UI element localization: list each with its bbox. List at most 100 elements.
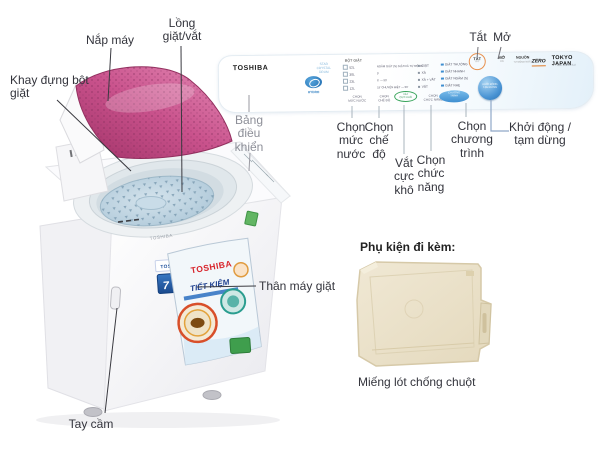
water-level-row: 52L (342, 64, 355, 70)
deck-panel-strip (230, 143, 291, 204)
sticker-circle-small (233, 262, 249, 278)
function-row: XẢ (417, 70, 426, 75)
function-row-text: VẮT (421, 84, 428, 89)
pad-bevel (360, 262, 378, 274)
mode-row: 6' — 90' (377, 78, 387, 82)
callout-chon-che-do: Chọn chế độ (364, 120, 394, 161)
energy-label (244, 210, 259, 227)
pad-slot (482, 313, 487, 333)
front-sticker-group: TOSHIBA 7 KG TOSHIBA TIẾT KIỆM (154, 237, 262, 366)
callout-nap-may: Nắp máy (85, 33, 135, 47)
control-panel-image: TOSHIBA STAR CRYSTAL DRUM HYDRO BỘT GIẶT… (217, 50, 595, 114)
program-row: GIẶT NGÂM (S) (440, 76, 469, 81)
pad-bottom-line (371, 342, 475, 351)
sticker-banner (183, 287, 239, 301)
callout-khay-dung-bot-giat: Khay đựng bột giặt (10, 73, 89, 101)
mode-row-text: 6' — 90' (376, 78, 388, 83)
program-button: CHƯƠNG TRÌNH (439, 90, 470, 103)
function-bullet-icon (417, 78, 421, 81)
water-level-icon (342, 64, 348, 70)
function-bullet-icon (417, 71, 421, 74)
start-pause-button: KHỞI ĐỘNG TẠM DỪNG (477, 75, 503, 101)
power-on-button: MỞ ON (494, 55, 510, 64)
function-row: GIẶT (417, 63, 429, 68)
mode-row-text: 15' CHUYÊN BIỆT — 50' (377, 84, 409, 90)
mode-row: 9' (377, 71, 379, 75)
function-bullet-icon (417, 64, 421, 67)
deck-brand-print: TOSHIBA (149, 233, 173, 241)
function-row: XẢ + VẮT (417, 77, 436, 82)
power-on-sublabel: ON (499, 59, 504, 63)
water-level-value: 23L (349, 79, 355, 84)
pad-center-circle (404, 299, 424, 319)
power-off-button: TẮT OFF (468, 53, 486, 71)
water-level-row: 12L (343, 85, 355, 91)
function-row-text: XẢ (421, 70, 426, 75)
water-level-icon (343, 85, 349, 91)
callout-bang-dieu-khien: Bảng điều khiển (234, 113, 264, 154)
function-row-text: GIẶT (421, 63, 429, 68)
accessory-pad-image (356, 261, 492, 367)
water-level-row: 38L (342, 71, 355, 77)
accessory-caption: Miếng lót chống chuột (358, 375, 476, 389)
program-bullet-icon (440, 77, 444, 80)
promo-sticker-water (183, 326, 262, 365)
callout-chon-chuc-nang: Chọn chức năng (416, 153, 446, 194)
model-number: AW-A800SV (556, 62, 577, 68)
detergent-header: BỘT GIẶT (344, 58, 362, 63)
sticker-green-label (229, 336, 252, 355)
dry-spin-button: VẮT CỰC KHÔ (394, 90, 418, 103)
sticker-circle-teal-inner (227, 295, 240, 308)
water-level-icon (342, 71, 348, 77)
pulsator (135, 196, 167, 210)
callout-khoi-dong-tam-dung: Khởi động / tạm dừng (509, 120, 571, 148)
panel-brand: TOSHIBA (232, 64, 269, 73)
program-row-text: GIẶT NGÂM (S) (445, 76, 469, 81)
callout-chon-chuong-trinh: Chọn chương trình (451, 119, 493, 160)
program-row: GIẶT THƯỜNG (440, 62, 468, 67)
pad-inner-ridge (369, 269, 475, 355)
zero-logo: ZERO (531, 58, 546, 66)
machine-foot-left (83, 407, 103, 417)
program-bullet-icon (440, 63, 444, 66)
water-level-row: 23L (342, 78, 355, 84)
callout-long-giat-vat: Lồng giặt/vắt (162, 16, 202, 44)
callout-tat: Tắt (469, 30, 487, 44)
callout-chon-muc-nuoc: Chọn mức nước (336, 120, 366, 161)
capacity-number: 7 (162, 280, 170, 292)
machine-foot-right (202, 390, 222, 400)
water-level-value: 38L (349, 72, 355, 77)
mode-row: 15' CHUYÊN BIỆT — 50' (377, 85, 408, 89)
water-level-icon (342, 78, 349, 84)
deck-panel-marks (243, 153, 275, 183)
program-bullet-icon (440, 70, 444, 73)
star-crystal-drum-badge: STAR CRYSTAL DRUM (316, 61, 332, 75)
power-off-sublabel: OFF (475, 60, 480, 63)
program-row-text: GIẶT NHẸ (445, 83, 461, 88)
pad-tab (466, 271, 474, 276)
function-bullet-icon (418, 85, 421, 88)
side-handle (109, 286, 122, 310)
function-row: VẮT (418, 85, 428, 89)
sticker-circle-center (190, 317, 205, 328)
callout-mo: Mở (493, 30, 511, 44)
mode-row: NGÂM GIẶT (S) GIẶT/XẢ TỰ ĐỘNG (377, 64, 423, 69)
machine-left-face (39, 213, 113, 411)
callout-vat-cuc-kho: Vắt cực khô (393, 156, 415, 197)
program-row-text: GIẶT THƯỜNG (444, 62, 468, 67)
water-level-value: 12L (349, 86, 355, 91)
accessory-heading: Phụ kiện đi kèm: (360, 240, 456, 254)
washing-machine-illustration: TOSHIBA TOSHIBA 7 KG TOSHIBA TIẾT KIỆM (36, 66, 291, 428)
hydro-logo-icon (304, 76, 323, 89)
program-row-text: GIẶT NHANH (444, 69, 465, 74)
mode-row-text: NGÂM GIẶT (S) GIẶT/XẢ TỰ ĐỘNG (376, 63, 423, 69)
program-row: GIẶT NHANH (440, 69, 465, 74)
callout-tay-cam: Tay cầm (68, 417, 114, 431)
callout-than-may-giat: Thân máy giặt (259, 279, 336, 293)
function-row-text: XẢ + VẮT (421, 77, 436, 82)
deck-front-dashes (117, 218, 140, 223)
program-bullet-icon (441, 84, 444, 87)
water-level-value: 52L (349, 65, 355, 70)
hydro-logo-text: HYDRO (307, 89, 320, 94)
